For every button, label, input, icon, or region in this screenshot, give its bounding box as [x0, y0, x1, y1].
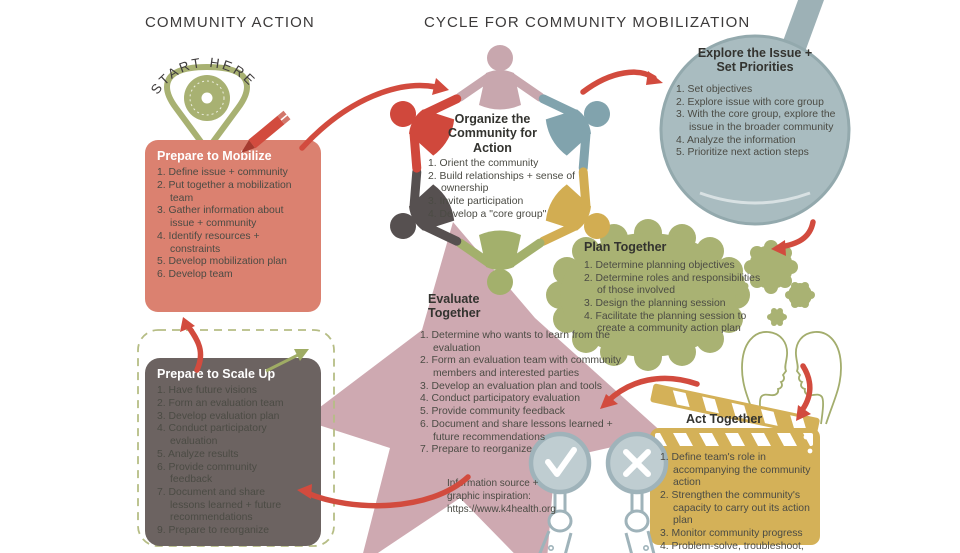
section-list-plan: 1. Determine planning objectives 2. Dete… — [584, 260, 766, 336]
list-item: 6. Develop team — [157, 268, 233, 280]
list-item: 5. Prioritize next action steps — [676, 147, 809, 159]
list-item: 5. Analyze results — [157, 448, 239, 460]
thought-cloud — [546, 219, 750, 371]
list-item: 6. Provide community feedback — [157, 461, 257, 486]
list-item: 9. Prepare to reorganize — [157, 524, 270, 536]
list-item: 1. Define issue + community — [157, 167, 288, 179]
section-prepare-to-mobilize: Prepare to Mobilize 1. Define issue + co… — [145, 140, 321, 312]
list-item: 2. Put together a mobilization team — [157, 180, 292, 204]
star-shape — [303, 222, 665, 553]
list-item: 3. Invite participation — [428, 196, 524, 208]
list-item: 4. Problem-solve, troubleshoot, advise, … — [660, 540, 804, 552]
list-item: 4. Identify resources + constraints — [157, 230, 260, 255]
section-title-explore: Explore the Issue + Set Priorities — [697, 46, 813, 75]
list-item: 2. Determine roles and responsibilities … — [584, 272, 761, 297]
start-here-pin-icon — [164, 64, 250, 153]
list-item: 7. Document and share lessons learned + … — [157, 486, 282, 524]
list-item: 2. Build relationships + sense of owners… — [428, 170, 576, 195]
magnifying-glass-icon — [659, 0, 851, 226]
section-title-plan: Plan Together — [584, 240, 667, 254]
list-item: 4. Conduct participatory evaluation — [157, 423, 267, 448]
list-item: 4. Develop a "core group" — [428, 208, 547, 220]
list-item: 1. Orient the community — [428, 158, 539, 169]
section-prepare-to-scale-up: Prepare to Scale Up 1. Have future visio… — [145, 358, 321, 546]
section-list-evaluate: 1. Determine who wants to learn from the… — [420, 330, 638, 457]
list-item: 3. Monitor community progress — [660, 528, 803, 540]
scale-up-dashed-border — [137, 329, 335, 547]
section-title: Prepare to Mobilize — [157, 149, 272, 163]
facing-profiles-icon — [741, 331, 842, 425]
info-note: Information source + graphic inspiration… — [447, 478, 556, 515]
section-list: 1. Define issue + community 2. Put toget… — [157, 167, 297, 281]
heading-community-action: COMMUNITY ACTION — [145, 14, 315, 31]
list-item: 3. Design the planning session — [584, 298, 726, 310]
list-item: 7. Prepare to reorganize — [420, 444, 533, 456]
list-item: 2. Explore issue with core group — [676, 96, 824, 108]
list-item: 3. Gather information about issue + comm… — [157, 205, 284, 230]
section-title-organize: Organize the Community for Action — [448, 112, 537, 155]
list-item: 4. Analyze the information — [676, 134, 796, 146]
list-item: 2. Form an evaluation team with communit… — [420, 355, 621, 380]
check-paddle-icon — [528, 431, 592, 553]
list-item: 1. Define team's role in accompanying th… — [660, 452, 811, 489]
list-item: 1. Determine who wants to learn from the… — [420, 330, 611, 354]
list-item: 1. Set objectives — [676, 84, 753, 95]
list-item: 5. Provide community feedback — [420, 406, 565, 418]
list-item: 4. Conduct participatory evaluation — [420, 393, 580, 405]
section-list-act: 1. Define team's role in accompanying th… — [660, 452, 818, 553]
section-title-act: Act Together — [686, 412, 763, 426]
list-item: 2. Form an evaluation team — [157, 398, 284, 410]
list-item: 3. Develop evaluation plan — [157, 410, 280, 422]
section-list: 1. Have future visions 2. Form an evalua… — [157, 385, 299, 537]
section-list-explore: 1. Set objectives 2. Explore issue with … — [676, 84, 846, 160]
list-item: 6. Document and share lessons learned + … — [420, 418, 613, 443]
list-item: 3. Develop an evaluation plan and tools — [420, 380, 602, 392]
section-list-organize: 1. Orient the community 2. Build relatio… — [428, 158, 608, 221]
list-item: 5. Develop mobilization plan — [157, 256, 287, 268]
x-paddle-icon — [605, 431, 669, 553]
list-item: 1. Have future visions — [157, 385, 257, 397]
section-title: Prepare to Scale Up — [157, 367, 276, 381]
list-item: 4. Facilitate the planning session to cr… — [584, 310, 747, 335]
section-title-evaluate: Evaluate Together — [428, 292, 481, 321]
heading-cycle: CYCLE FOR COMMUNITY MOBILIZATION — [424, 14, 751, 31]
list-item: 2. Strengthen the community's capacity t… — [660, 490, 810, 527]
list-item: 1. Determine planning objectives — [584, 260, 735, 271]
list-item: 3. With the core group, explore the issu… — [676, 109, 836, 134]
